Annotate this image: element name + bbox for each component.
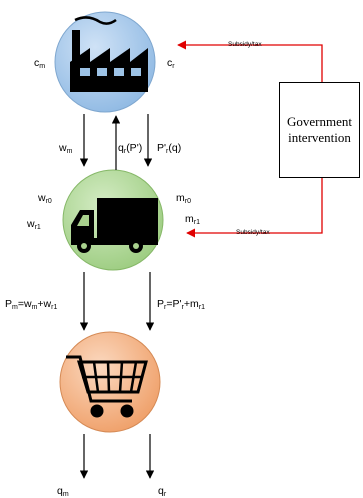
wr0-main: w [38,192,46,204]
pm-c: +w [37,298,52,310]
cm-main: c [34,57,40,69]
pm-a-sub: m [12,304,18,311]
truck-icon [71,198,158,253]
label-wm: wm [59,142,73,155]
subsidy-link-retailer [186,178,323,238]
pm-b: =w [17,298,32,310]
pm-c-sub: r1 [51,304,58,311]
prq-tail: (q) [168,142,182,154]
label-wr1: wr1 [27,218,41,231]
government-box: Government intervention [279,82,360,178]
wm-sub: m [66,148,73,155]
wm-main: w [59,142,67,154]
mr0-sub: r0 [184,198,191,205]
pm-a: P [5,298,13,310]
label-qr-p: qr(P') [118,142,143,155]
label-mr1: mr1 [185,213,200,226]
qr-sub: r [163,491,167,498]
label-pr-q: P'r(q) [157,142,182,155]
label-pr-equation: Pr=P'r+mr1 [157,298,205,311]
pr-c: +m [183,298,199,310]
pr-b: =P' [166,298,182,310]
pr-a: P [157,298,165,310]
pm-b-sub: m [31,304,38,311]
subsidy-link-manufacturer [177,40,323,82]
qr-main: q [158,485,164,497]
label-mr0: mr0 [176,192,191,205]
mr0-main: m [176,192,185,204]
label-qr: qr [158,485,167,498]
cr-sub: r [172,63,175,70]
label-cr: cr [167,57,175,70]
label-wr0: wr0 [38,192,52,205]
label-cm: cm [34,57,46,70]
qm-main: q [57,485,63,497]
cm-sub: m [39,63,46,70]
subsidy-tax-label-bottom: Subsidy/tax [236,229,270,236]
wr1-sub: r1 [34,224,41,231]
pr-a-sub: r [164,304,167,311]
qrp-sub: r [123,148,127,155]
wr0-sub: r0 [45,198,52,205]
label-pm-equation: Pm=wm+wr1 [5,298,58,311]
label-qm: qm [57,485,69,498]
prq-sub: r [166,148,169,155]
government-line2: intervention [288,130,351,145]
mr1-sub: r1 [193,219,200,226]
government-label: Government intervention [287,114,352,146]
wr1-main: w [27,218,35,230]
factory-icon [70,16,148,92]
shopping-cart-icon [66,355,148,418]
prq-pre: P' [157,142,167,154]
government-line1: Government [287,114,352,129]
qm-sub: m [62,491,69,498]
cr-main: c [167,57,173,69]
pr-c-sub: r1 [198,304,205,311]
pr-b-sub: r [181,304,184,311]
subsidy-tax-label-top: Subsidy/tax [228,41,262,48]
qrp-main: q [118,142,124,154]
consumer-node [59,331,161,433]
mr1-main: m [185,213,194,225]
qrp-tail: (P') [126,142,143,154]
